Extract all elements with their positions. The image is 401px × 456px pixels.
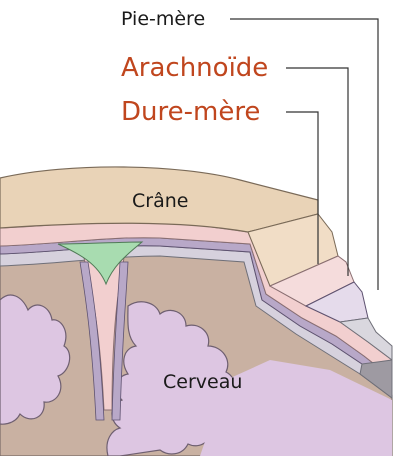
arachnoid-label: Arachnoïde <box>121 55 268 81</box>
skull-label: Crâne <box>132 192 188 211</box>
pia-mater-label: Pie-mère <box>121 10 205 29</box>
dura-mater-label: Dure-mère <box>121 99 260 125</box>
brain-label: Cerveau <box>163 373 242 392</box>
